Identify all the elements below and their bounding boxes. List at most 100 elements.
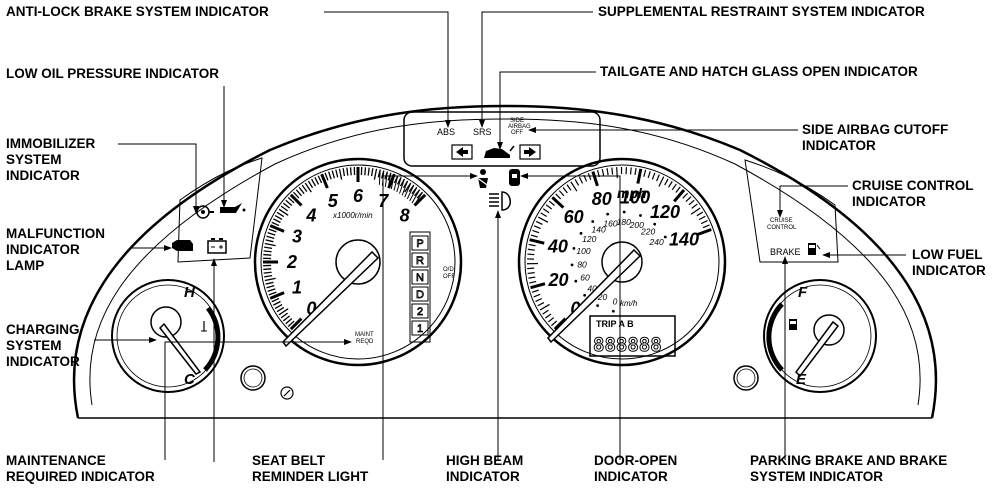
speed-tick bbox=[674, 190, 684, 201]
speed-tick bbox=[575, 179, 578, 185]
od-off-text-1: O/D bbox=[443, 267, 454, 273]
speed-kmh-number: 0 bbox=[613, 296, 618, 306]
speed-tick bbox=[540, 304, 549, 310]
speed-kmh-number: 60 bbox=[580, 272, 590, 282]
tach-number: 8 bbox=[400, 205, 410, 225]
speed-tick bbox=[543, 310, 549, 314]
kmh-dot bbox=[606, 213, 609, 216]
speed-mph-number: 140 bbox=[669, 229, 699, 249]
label-charging-1: CHARGING bbox=[6, 322, 80, 337]
mph-label: mph bbox=[617, 185, 647, 201]
label-door-open-1: DOOR-OPEN bbox=[594, 453, 677, 468]
speed-tick bbox=[528, 273, 535, 274]
speed-tick bbox=[531, 235, 538, 237]
speed-tick bbox=[530, 240, 545, 244]
temperature-gauge: H C bbox=[112, 280, 224, 392]
tach-tick bbox=[265, 278, 276, 280]
left-warning-panel bbox=[172, 158, 262, 262]
speed-tick bbox=[635, 168, 636, 175]
speed-tick bbox=[529, 281, 536, 283]
gear-letter: 2 bbox=[417, 306, 423, 318]
tach-tick bbox=[315, 177, 319, 184]
speed-tick bbox=[534, 294, 541, 297]
gear-letter: N bbox=[416, 272, 424, 284]
tach-tick bbox=[339, 169, 341, 180]
side-airbag-text-3: OFF bbox=[511, 130, 523, 136]
tach-tick bbox=[281, 313, 287, 318]
tach-tick bbox=[286, 319, 292, 324]
kmh-dot bbox=[596, 304, 599, 307]
label-seat-belt-2: REMINDER LIGHT bbox=[252, 469, 369, 484]
tach-tick bbox=[273, 301, 280, 305]
speed-tick bbox=[686, 197, 691, 202]
speed-kmh-number: 100 bbox=[576, 246, 590, 256]
speed-kmh-number: 120 bbox=[582, 234, 596, 244]
tach-tick bbox=[312, 179, 316, 186]
tach-tick bbox=[268, 289, 276, 291]
tach-tick bbox=[299, 187, 304, 193]
tach-tick bbox=[296, 190, 301, 196]
label-high-beam-1: HIGH BEAM bbox=[446, 453, 523, 468]
turn-left-icon bbox=[452, 145, 472, 159]
speed-tick bbox=[559, 191, 564, 196]
kmh-dot bbox=[583, 294, 586, 297]
speed-tick bbox=[602, 169, 603, 176]
speed-tick bbox=[536, 298, 542, 301]
speed-tick bbox=[638, 169, 641, 184]
kmh-dot bbox=[639, 214, 642, 217]
immobilizer-icon bbox=[197, 206, 214, 218]
speed-tick bbox=[593, 172, 598, 186]
tach-tick bbox=[308, 181, 312, 188]
tach-number: 3 bbox=[292, 227, 302, 247]
speed-tick bbox=[672, 184, 676, 190]
kmh-label: km/h bbox=[620, 299, 638, 308]
tach-tick bbox=[275, 305, 282, 309]
tach-tick bbox=[273, 219, 280, 223]
tach-tick bbox=[343, 168, 344, 176]
tach-tick bbox=[277, 212, 284, 216]
gear-letter: 1 bbox=[417, 323, 423, 335]
label-seat-belt-1: SEAT BELT bbox=[252, 453, 326, 468]
gear-letter: R bbox=[416, 255, 424, 267]
tach-number: 2 bbox=[286, 252, 297, 272]
gear-letter: P bbox=[416, 238, 423, 250]
tach-tick bbox=[266, 240, 274, 242]
label-low-fuel-2: INDICATOR bbox=[912, 263, 986, 278]
speed-mph-number: 20 bbox=[547, 270, 568, 290]
speed-mph-number: 120 bbox=[650, 202, 680, 222]
label-low-oil: LOW OIL PRESSURE INDICATOR bbox=[6, 66, 219, 81]
tach-tick bbox=[263, 269, 271, 270]
abs-text: ABS bbox=[437, 127, 455, 137]
tach-tick bbox=[272, 298, 279, 301]
label-side-airbag-2: INDICATOR bbox=[802, 138, 876, 153]
tach-number: 1 bbox=[292, 277, 302, 297]
tach-tick bbox=[318, 176, 321, 183]
speed-tick bbox=[579, 177, 582, 183]
speed-tick bbox=[669, 181, 673, 187]
speed-tick bbox=[657, 175, 660, 181]
speed-tick bbox=[692, 204, 698, 208]
tach-tick-ring bbox=[263, 167, 425, 329]
gear-letter: D bbox=[416, 289, 424, 301]
speed-tick bbox=[665, 179, 668, 185]
tach-tick bbox=[283, 203, 289, 208]
kmh-dot bbox=[664, 236, 667, 239]
tach-tick bbox=[264, 247, 272, 248]
speed-tick bbox=[531, 284, 545, 288]
speed-tick bbox=[548, 318, 553, 322]
speed-tick bbox=[689, 200, 694, 205]
label-cruise-1: CRUISE CONTROL bbox=[852, 178, 974, 193]
high-beam-icon bbox=[489, 192, 510, 210]
speed-tick bbox=[683, 193, 688, 198]
speed-tick bbox=[612, 168, 613, 175]
tach-tick bbox=[267, 286, 275, 288]
tach-tick bbox=[266, 282, 274, 284]
tach-tick bbox=[302, 185, 307, 191]
speed-tick bbox=[631, 167, 632, 174]
speed-tick bbox=[699, 216, 705, 219]
right-knob bbox=[734, 366, 758, 390]
speed-kmh-number: 240 bbox=[649, 237, 664, 247]
speed-tick bbox=[534, 226, 540, 229]
